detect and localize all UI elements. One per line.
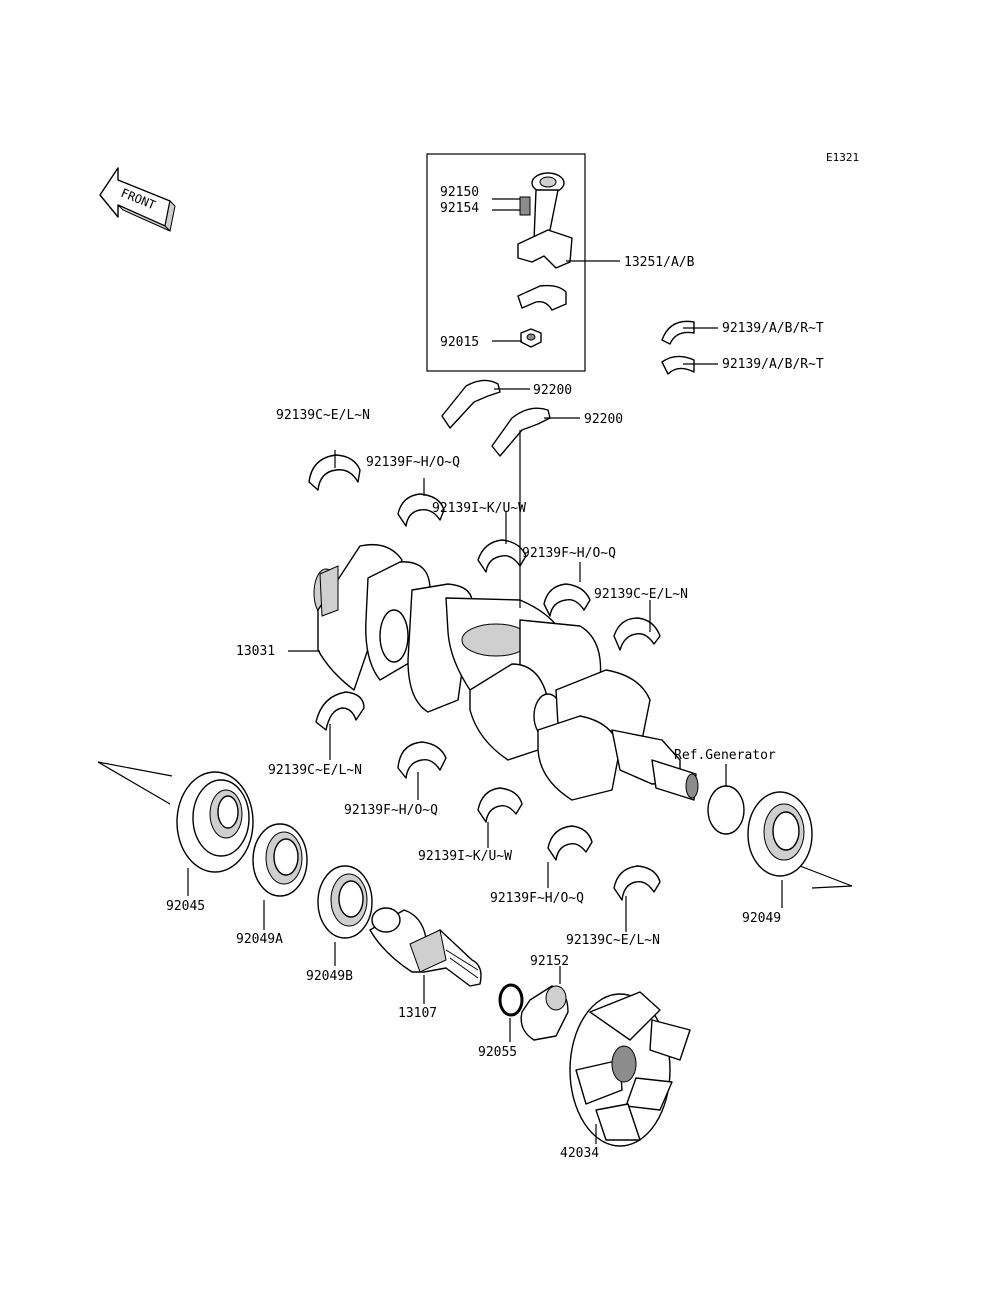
- connecting-rod-box: [426, 153, 586, 372]
- ball-bearing-icon: [176, 771, 254, 873]
- part-label-92139-cel-low2: 92139C~E/L~N: [566, 933, 660, 948]
- part-label-92139-art-upper: 92139/A/B/R~T: [722, 321, 824, 336]
- part-label-42034: 42034: [560, 1146, 599, 1161]
- part-label-92049A: 92049A: [236, 932, 283, 947]
- part-label-13107: 13107: [398, 1006, 437, 1021]
- part-label-92055: 92055: [478, 1045, 517, 1060]
- part-label-92139-cel-low: 92139C~E/L~N: [268, 763, 362, 778]
- part-label-92045: 92045: [166, 899, 205, 914]
- oil-seal-92049-icon: [747, 791, 813, 877]
- part-label-92049B: 92049B: [306, 969, 353, 984]
- leader-lines: [97, 198, 853, 1144]
- connecting-rod-icon: [517, 172, 573, 348]
- o-ring-92055-icon: [498, 983, 524, 1017]
- part-label-92049: 92049: [742, 911, 781, 926]
- oil-seal-92049B-icon: [317, 865, 373, 939]
- reference-generator-label: Ref.Generator: [674, 748, 776, 763]
- part-label-92139-fho-mid: 92139F~H/O~Q: [522, 546, 616, 561]
- front-arrow-icon: FRONT: [99, 167, 176, 233]
- thrust-washer-upper-icon: [441, 379, 501, 429]
- part-label-92152: 92152: [530, 954, 569, 969]
- part-label-92139-fho-low2: 92139F~H/O~Q: [490, 891, 584, 906]
- part-label-92139-fho-top: 92139F~H/O~Q: [366, 455, 460, 470]
- part-label-92154: 92154: [440, 201, 479, 216]
- part-label-13031: 13031: [236, 644, 275, 659]
- oil-seal-92049A-icon: [252, 823, 308, 897]
- part-label-92200-upper: 92200: [533, 383, 572, 398]
- part-label-92015: 92015: [440, 335, 479, 350]
- part-label-92150: 92150: [440, 185, 479, 200]
- crankshaft-icon: [313, 543, 699, 801]
- part-label-13251: 13251/A/B: [624, 255, 695, 270]
- main-bearing-shells: [308, 454, 661, 901]
- part-label-92139-fho-low: 92139F~H/O~Q: [344, 803, 438, 818]
- conrod-bearing-lower-icon: [661, 355, 695, 375]
- diagram-code: E1321: [826, 151, 859, 164]
- shaft-13107-icon: [369, 907, 482, 987]
- o-ring-generator-icon: [707, 785, 745, 835]
- part-label-92200-lower: 92200: [584, 412, 623, 427]
- part-label-92139-cel-mid: 92139C~E/L~N: [594, 587, 688, 602]
- thrust-washer-lower-icon: [491, 407, 551, 457]
- part-label-92139-ikuw-low: 92139I~K/U~W: [418, 849, 512, 864]
- conrod-bearing-upper-icon: [661, 320, 695, 345]
- part-label-92139-art-lower: 92139/A/B/R~T: [722, 357, 824, 372]
- coupler-42034-icon: [569, 991, 691, 1147]
- part-label-92139-cel-top: 92139C~E/L~N: [276, 408, 370, 423]
- bushing-92152-icon: [520, 985, 569, 1041]
- part-label-92139-ikuw-top: 92139I~K/U~W: [432, 501, 526, 516]
